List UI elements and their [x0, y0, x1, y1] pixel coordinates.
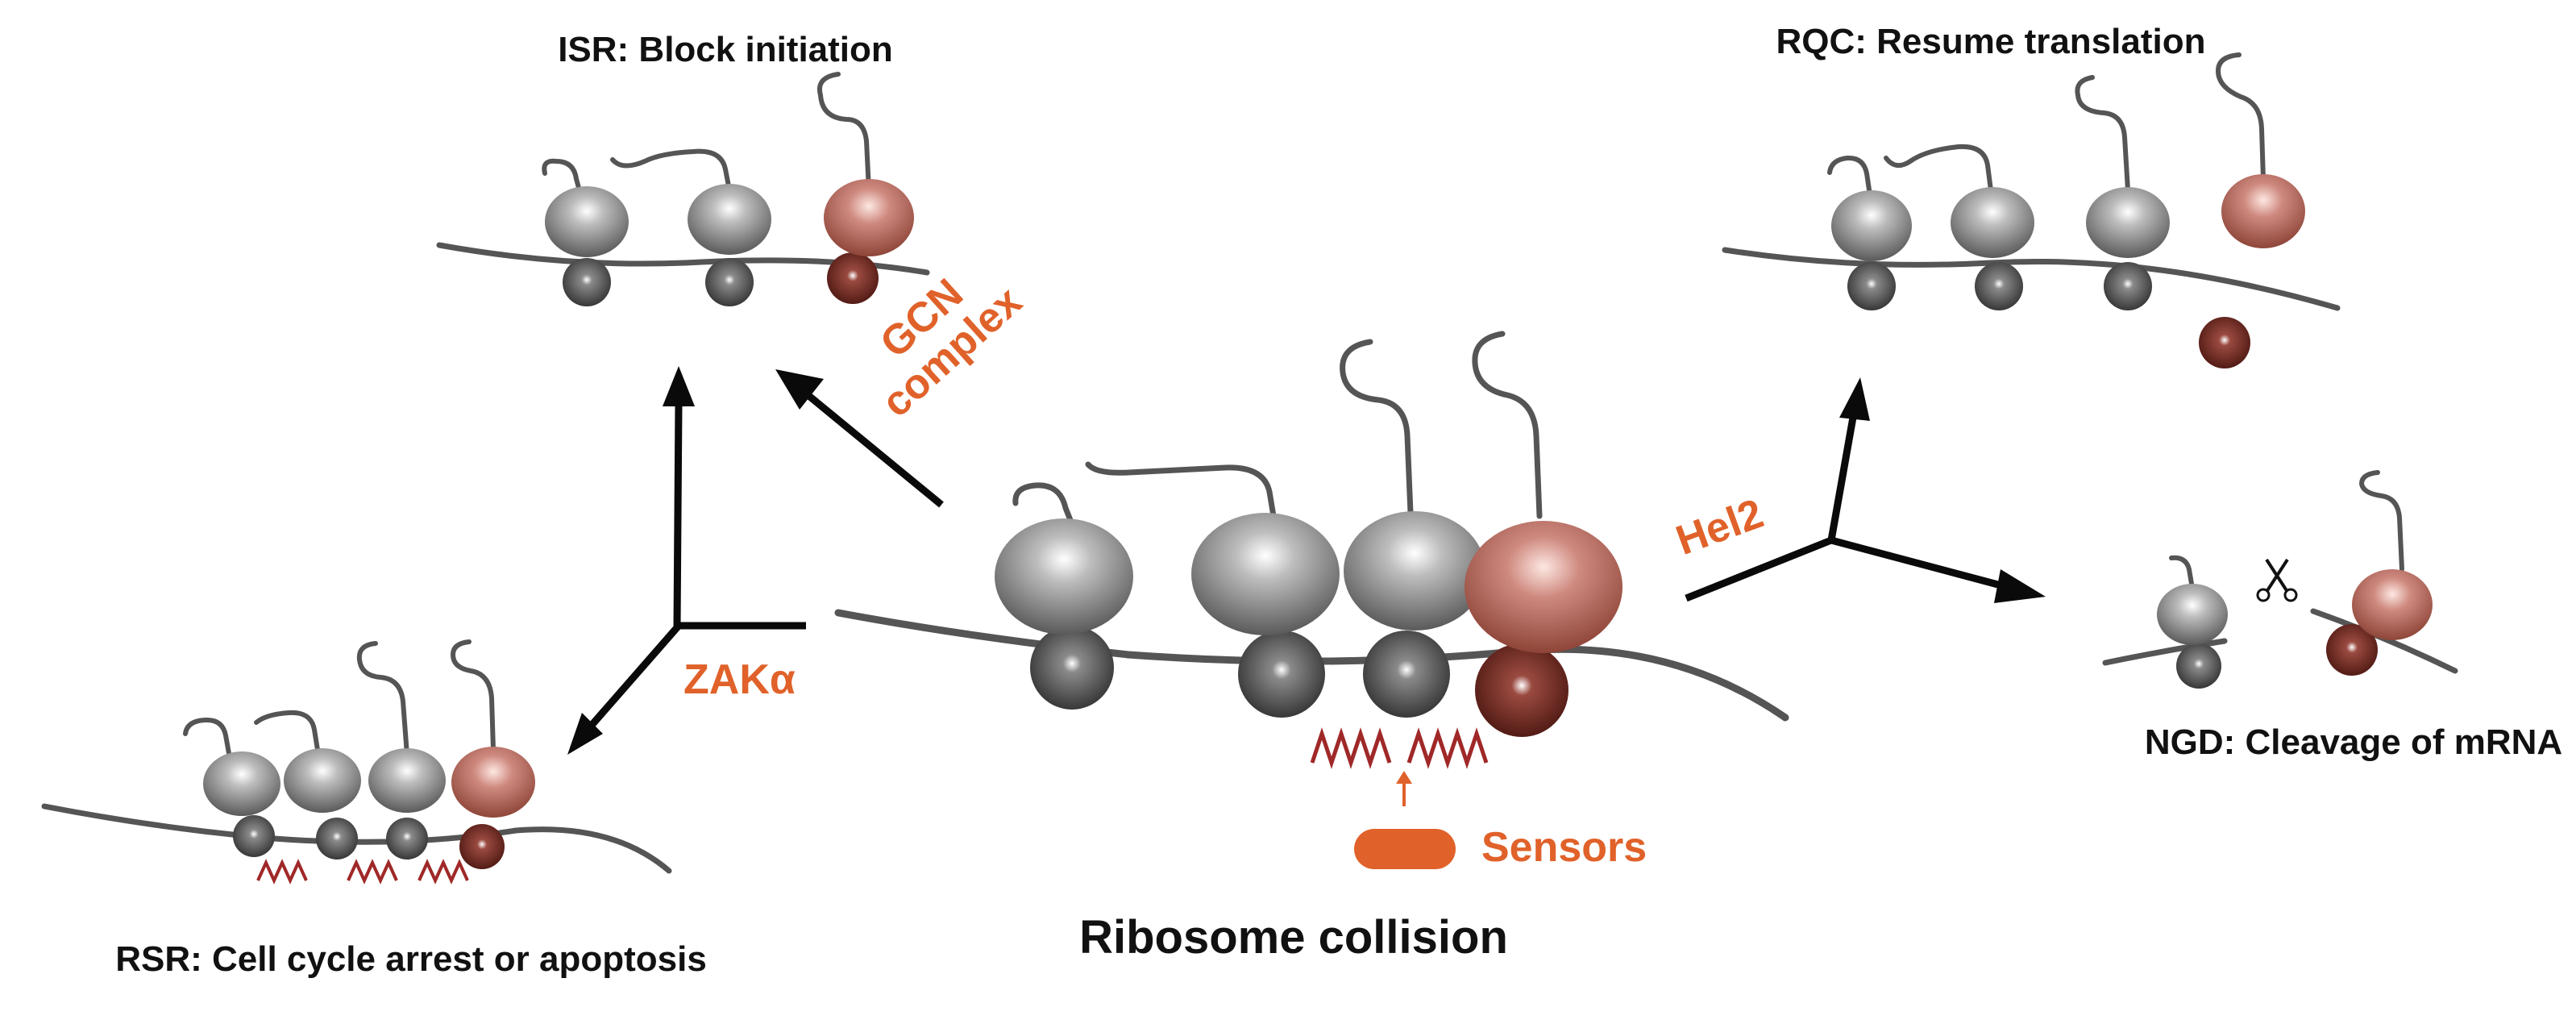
zak-label: ZAKα [683, 656, 796, 703]
rsr-panel: RSR: Cell cycle arrest or apoptosis [41, 639, 707, 979]
hel2-label: Hel2 [1670, 490, 1769, 564]
ngd-collided-ribosome [2326, 470, 2433, 676]
rsr-damage-marks [256, 859, 469, 885]
rqc-released-ribosome [2199, 52, 2305, 368]
hel2-arrows [1685, 377, 2046, 603]
center-collided-ribosome [1465, 331, 1622, 737]
gcn-arrow [775, 369, 944, 508]
center-ribosome-3 [1340, 339, 1485, 718]
center-damage-marks [1310, 727, 1489, 769]
rsr-ribosome-1 [183, 717, 280, 857]
rsr-collided-ribosome [451, 639, 535, 869]
rsr-label: RSR: Cell cycle arrest or apoptosis [115, 939, 707, 979]
rsr-mrna [41, 803, 672, 874]
ngd-ribosome-left [2157, 555, 2228, 689]
rqc-mrna [1722, 247, 2341, 311]
isr-ribosome-1 [542, 158, 629, 306]
isr-ribosome-2 [610, 148, 771, 306]
center-label: Ribosome collision [1079, 911, 1508, 964]
isr-label: ISR: Block initiation [558, 30, 893, 69]
ngd-mrna-left [2102, 638, 2228, 666]
rqc-label: RQC: Resume translation [1776, 22, 2206, 61]
rqc-panel: RQC: Resume translation [1722, 22, 2341, 368]
rsr-ribosome-3 [356, 641, 446, 860]
zak-arrows [567, 366, 806, 755]
isr-panel: ISR: Block initiation [436, 30, 930, 306]
isr-collided-ribosome [817, 72, 914, 304]
center-ribosome-2 [1085, 461, 1340, 718]
sensor-pill [1354, 829, 1456, 869]
scissors-icon [2256, 558, 2298, 602]
rqc-ribosome-2 [1884, 144, 2034, 310]
sensors-label: Sensors [1481, 824, 1647, 871]
rsr-ribosome-2 [254, 710, 361, 860]
rqc-ribosome-1 [1827, 155, 1912, 310]
center-panel: Sensors Ribosome collision [834, 331, 1789, 964]
sensor-arrow [1396, 771, 1412, 806]
ngd-panel: NGD: Cleavage of mRNA [2102, 470, 2562, 762]
center-ribosome-1 [995, 482, 1133, 710]
rqc-ribosome-3 [2075, 75, 2170, 310]
ngd-label: NGD: Cleavage of mRNA [2145, 722, 2562, 762]
